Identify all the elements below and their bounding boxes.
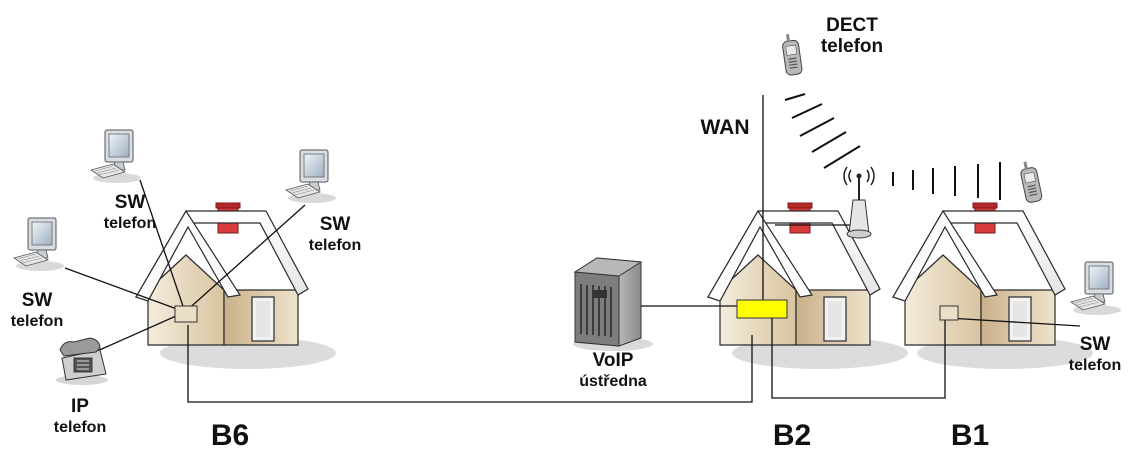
dect-phone-label-line1: DECT (826, 15, 878, 36)
dect-phone-label-line2: telefon (820, 36, 884, 57)
switch-b1 (939, 305, 959, 321)
computer-icon (13, 217, 65, 272)
ip-phone-label-line2: telefon (53, 419, 107, 436)
radio-wave-icon (784, 93, 861, 169)
sw-phone-label-line2: telefon (308, 237, 362, 254)
voip-pbx-label-line1: VoIP (592, 350, 634, 371)
sw-phone-label-line2: telefon (103, 215, 157, 232)
building-label-b1: B1 (950, 419, 990, 452)
dect-phone-icon (780, 32, 804, 77)
sw-phone-label: SW telefon (300, 214, 370, 256)
wan-label: WAN (690, 117, 760, 138)
sw-phone-label-line1: SW (319, 214, 351, 235)
ip-phone-icon (56, 337, 108, 385)
building-label-b6: B6 (210, 419, 250, 452)
computer-icon (285, 149, 337, 204)
ip-phone-label-line1: IP (71, 396, 89, 417)
computer-icon (1070, 261, 1122, 316)
dect-phone-label: DECT telefon (812, 15, 892, 57)
voip-pbx-label: VoIP ústředna (568, 350, 658, 392)
voip-pbx-label-line2: ústředna (579, 373, 647, 390)
radio-wave-icon (892, 162, 1001, 200)
sw-phone-label-line1: SW (21, 290, 53, 311)
network-links (64, 95, 1081, 403)
sw-phone-label-line2: telefon (10, 313, 64, 330)
sw-phone-label-line2: telefon (1068, 357, 1122, 374)
building-label-b2: B2 (772, 419, 812, 452)
switch-b6 (174, 305, 198, 323)
sw-phone-label-line1: SW (114, 192, 146, 213)
sw-phone-label: SW telefon (1060, 334, 1130, 376)
sw-phone-label: SW telefon (2, 290, 72, 332)
switch-b2 (736, 299, 788, 319)
voip-pbx-icon (573, 257, 653, 351)
computer-icon (90, 129, 142, 184)
dect-phone-icon (1017, 159, 1044, 204)
building-b2 (707, 202, 909, 370)
wifi-antenna-icon (843, 166, 875, 239)
ip-phone-label: IP telefon (45, 396, 115, 438)
sw-phone-label: SW telefon (95, 192, 165, 234)
sw-phone-label-line1: SW (1079, 334, 1111, 355)
wan-label-text: WAN (700, 116, 750, 139)
